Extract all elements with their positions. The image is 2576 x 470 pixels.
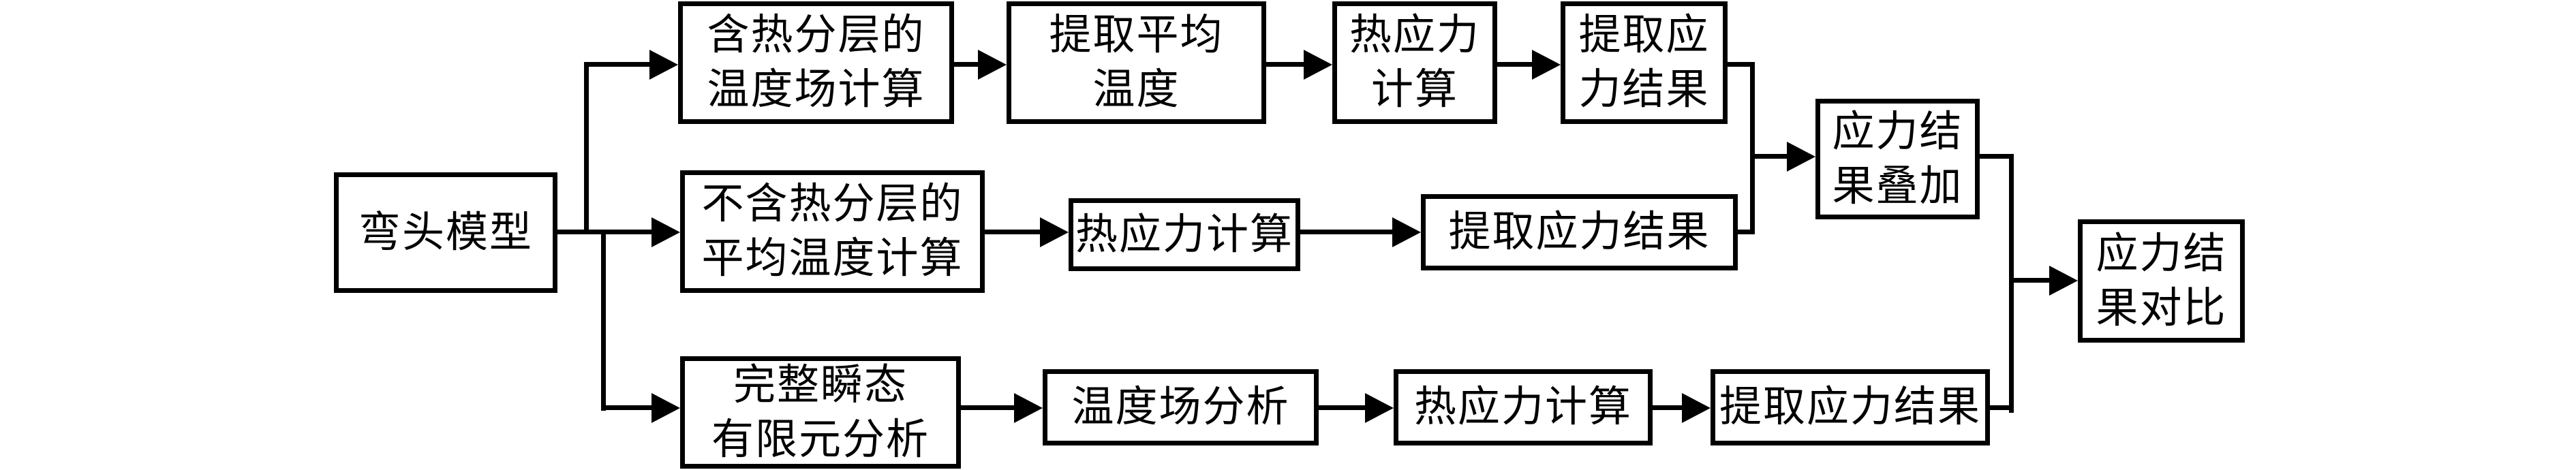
connector-a2-a3 [1266,62,1306,67]
arrowhead-icon [1365,393,1394,423]
node-extract-stress-results-middle: 提取应力结果 [1421,194,1738,270]
arrowhead-icon [1392,217,1421,247]
connector-junction-vertical [1750,62,1755,234]
arrowhead-icon [651,217,680,247]
node-temperature-field-analysis: 温度场分析 [1043,369,1319,445]
arrowhead-icon [1532,50,1561,80]
connector-a3-a4 [1497,62,1535,67]
node-stress-result-superposition: 应力结 果叠加 [1815,99,1980,219]
connector-elbow-out [557,230,654,234]
arrowhead-icon [1014,393,1043,423]
connector-b2-b3 [1300,230,1395,234]
arrowhead-icon [649,50,678,80]
connector-c2-c3 [1319,405,1368,410]
node-thermal-stress-calculation-bottom: 热应力计算 [1394,369,1653,445]
node-thermal-stress-calculation-top: 热应力 计算 [1332,1,1497,124]
arrowhead-icon [651,393,680,423]
connector-junction-superposition [1750,154,1790,159]
connector-c1-c2 [961,405,1017,410]
node-extract-average-temperature: 提取平均 温度 [1007,1,1266,124]
arrowhead-icon [1040,217,1069,247]
node-stress-result-comparison: 应力结 果对比 [2078,219,2245,343]
connector-merge-vertical [2009,154,2014,413]
node-elbow-model: 弯头模型 [334,172,557,293]
arrowhead-icon [1304,50,1332,80]
node-unstratified-average-temperature-calculation: 不含热分层的 平均温度计算 [680,170,985,293]
connector-b3-junction [1738,230,1755,234]
arrowhead-icon [1682,393,1711,423]
connector-a4-junction [1728,62,1755,67]
connector-trunk-down [601,230,606,411]
connector-trunk-up-arm [584,62,654,67]
node-extract-stress-results-bottom: 提取应力结果 [1711,369,1990,445]
arrowhead-icon [978,50,1007,80]
arrowhead-icon [2049,266,2078,296]
connector-trunk-down-arm [601,405,654,410]
node-stratified-temperature-field-calculation: 含热分层的 温度场计算 [678,1,954,124]
node-extract-stress-results-top: 提取应 力结果 [1561,1,1728,124]
connector-c4-out [1990,405,2014,410]
connector-c3-c4 [1653,405,1685,410]
connector-b1-b2 [985,230,1043,234]
connector-superposition-out [1980,154,2014,159]
node-full-transient-finite-element-analysis: 完整瞬态 有限元分析 [680,356,961,469]
connector-a1-a2 [954,62,981,67]
arrowhead-icon [1787,142,1815,172]
connector-merge-comparison [2009,278,2052,283]
node-thermal-stress-calculation-middle: 热应力计算 [1069,198,1300,271]
connector-trunk-up [584,62,589,234]
